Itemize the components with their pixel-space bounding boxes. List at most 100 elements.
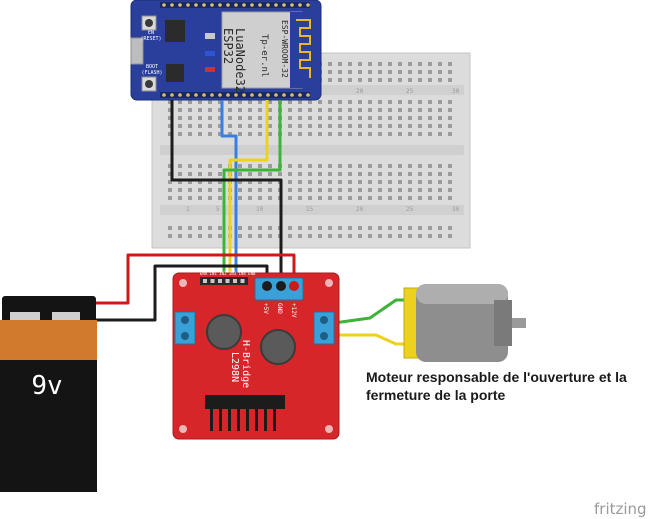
breadboard-hole — [328, 78, 332, 82]
breadboard-hole — [438, 100, 442, 104]
motor-b-screw-2[interactable] — [320, 332, 328, 340]
breadboard-hole — [308, 234, 312, 238]
wire-black-ground — [170, 100, 283, 284]
breadboard-hole — [318, 164, 322, 168]
breadboard-hole — [328, 234, 332, 238]
breadboard-hole — [188, 108, 192, 112]
motor-a-screw-1[interactable] — [181, 316, 189, 324]
breadboard-hole — [408, 234, 412, 238]
driver-header-pin — [203, 279, 207, 283]
esp32-pin — [186, 3, 190, 7]
breadboard-hole — [428, 180, 432, 184]
breadboard-hole — [308, 188, 312, 192]
breadboard-hole — [248, 164, 252, 168]
breadboard-hole — [308, 116, 312, 120]
breadboard-hole — [378, 78, 382, 82]
breadboard-hole — [258, 108, 262, 112]
motor-b-screw-1[interactable] — [320, 316, 328, 324]
breadboard-hole — [218, 188, 222, 192]
esp32-pin — [258, 93, 262, 97]
breadboard-hole — [328, 226, 332, 230]
breadboard-holes — [168, 62, 452, 238]
breadboard-hole — [268, 226, 272, 230]
breadboard-hole — [258, 234, 262, 238]
breadboard-hole — [358, 196, 362, 200]
breadboard-hole — [268, 172, 272, 176]
column-label-5-bottom: 5 — [216, 206, 220, 213]
breadboard-hole — [328, 70, 332, 74]
breadboard-hole — [418, 108, 422, 112]
breadboard-hole — [438, 70, 442, 74]
terminal-screw-5v[interactable] — [262, 281, 272, 291]
breadboard-hole — [238, 116, 242, 120]
esp32-pin — [186, 93, 190, 97]
breadboard-hole — [368, 164, 372, 168]
signal-header — [200, 277, 248, 285]
breadboard-hole — [228, 124, 232, 128]
breadboard-hole — [298, 226, 302, 230]
breadboard-hole — [398, 172, 402, 176]
breadboard-hole — [438, 196, 442, 200]
breadboard-hole — [438, 124, 442, 128]
breadboard-hole — [408, 172, 412, 176]
breadboard-hole — [268, 100, 272, 104]
breadboard-hole — [318, 196, 322, 200]
breadboard-hole — [358, 62, 362, 66]
breadboard-hole — [258, 124, 262, 128]
breadboard-hole — [378, 124, 382, 128]
esp32-pin — [210, 3, 214, 7]
breadboard-hole — [318, 188, 322, 192]
breadboard-hole — [288, 180, 292, 184]
esp32-pin — [298, 93, 302, 97]
driver-label-line2: H-Bridge — [240, 340, 251, 388]
breadboard-hole — [388, 108, 392, 112]
breadboard-hole — [368, 180, 372, 184]
breadboard-hole — [348, 180, 352, 184]
heatsink-fins — [210, 409, 276, 431]
breadboard-hole — [408, 108, 412, 112]
breadboard-hole — [178, 172, 182, 176]
esp32-pin — [282, 3, 286, 7]
breadboard-hole — [168, 172, 172, 176]
breadboard-hole — [418, 70, 422, 74]
breadboard-hole — [428, 70, 432, 74]
breadboard-hole — [188, 116, 192, 120]
column-label-15-bottom: 15 — [306, 206, 314, 213]
breadboard-hole — [358, 70, 362, 74]
breadboard-hole — [318, 100, 322, 104]
breadboard-hole — [398, 234, 402, 238]
breadboard-hole — [398, 180, 402, 184]
terminal-screw-12v[interactable] — [289, 281, 299, 291]
breadboard-hole — [448, 164, 452, 168]
breadboard-hole — [348, 62, 352, 66]
breadboard-hole — [368, 78, 372, 82]
breadboard-hole — [208, 108, 212, 112]
breadboard-hole — [418, 226, 422, 230]
mount-hole-bl — [179, 425, 187, 433]
breadboard-hole — [198, 164, 202, 168]
breadboard-hole — [248, 124, 252, 128]
breadboard-hole — [348, 124, 352, 128]
breadboard-hole — [208, 188, 212, 192]
esp32-pin — [306, 93, 310, 97]
motor-a-screw-2[interactable] — [181, 332, 189, 340]
motor-a-terminal — [174, 311, 196, 345]
breadboard-hole — [448, 78, 452, 82]
breadboard-hole — [418, 172, 422, 176]
terminal-screw-gnd[interactable] — [276, 281, 286, 291]
breadboard-hole — [288, 164, 292, 168]
breadboard-hole — [168, 100, 172, 104]
breadboard-hole — [258, 196, 262, 200]
esp32-pin — [162, 93, 166, 97]
breadboard-hole — [428, 116, 432, 120]
breadboard-hole — [298, 188, 302, 192]
esp32-pin — [258, 3, 262, 7]
breadboard-hole — [328, 196, 332, 200]
breadboard-hole — [218, 180, 222, 184]
pin-label-gnd: GND — [276, 303, 283, 314]
breadboard-hole — [308, 226, 312, 230]
breadboard-hole — [358, 116, 362, 120]
breadboard-hole — [188, 164, 192, 168]
breadboard-hole — [218, 116, 222, 120]
